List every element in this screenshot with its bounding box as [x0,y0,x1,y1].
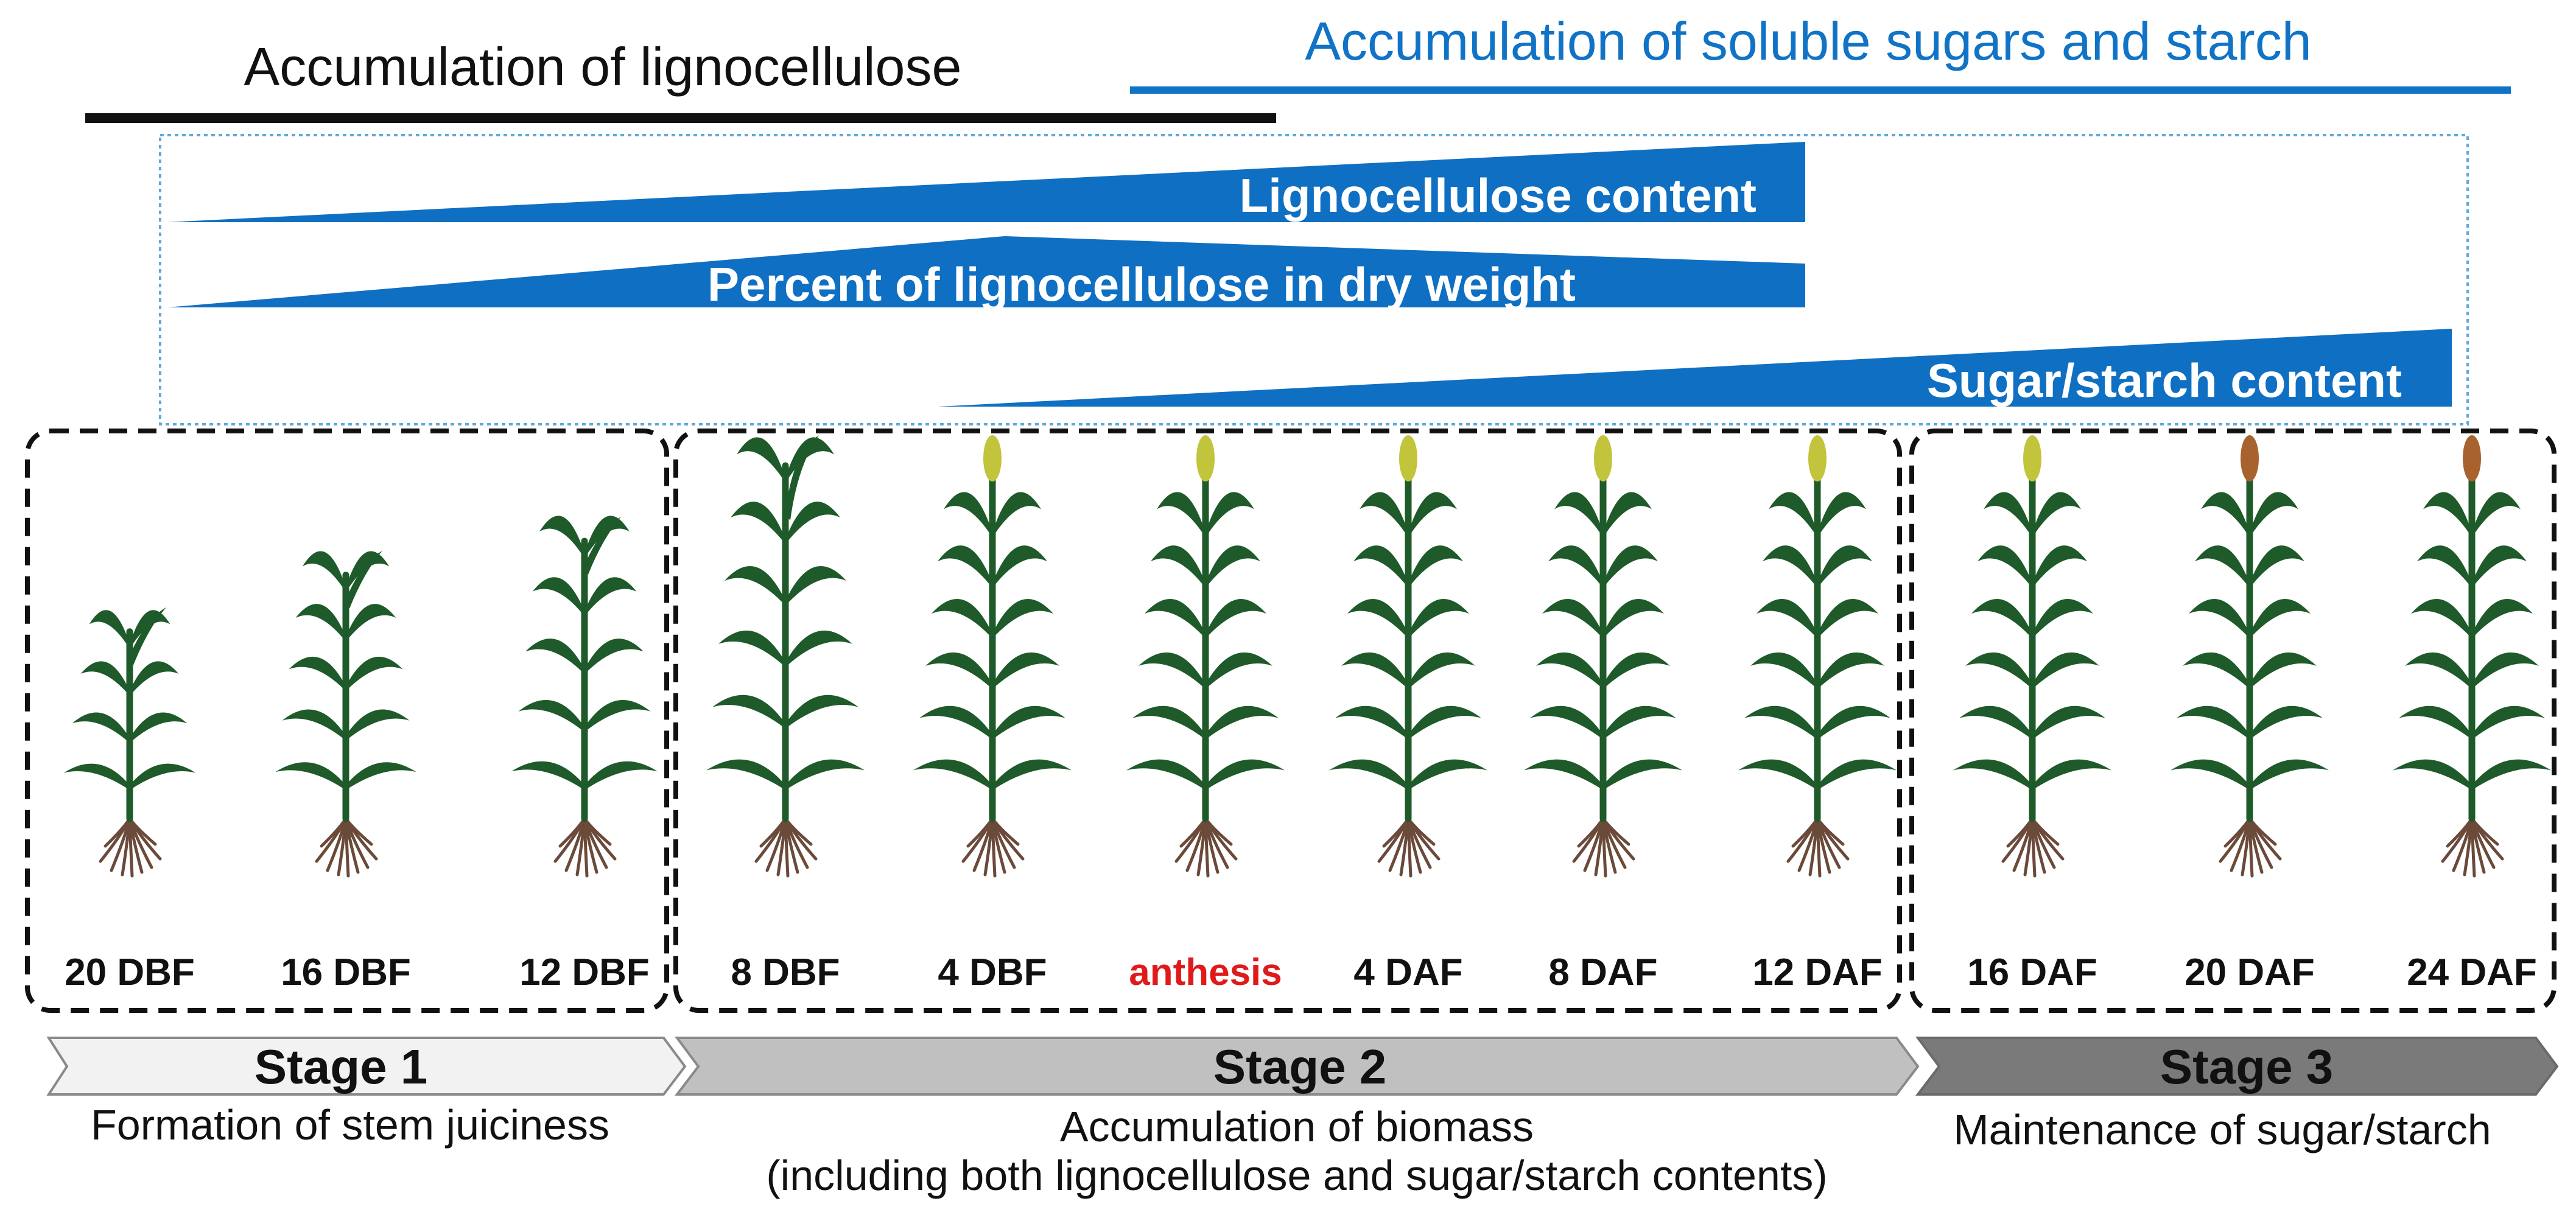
leaves [2393,492,2551,790]
stage1-plant-group [25,429,669,1013]
leaves [1738,492,1897,790]
plant-10 [1953,435,2111,878]
roots [1174,817,1238,878]
plant-1 [63,607,196,878]
panicle [1196,435,1215,481]
roots [2219,817,2282,878]
panicle [1399,435,1417,481]
panicle [2241,435,2259,481]
panicle [983,435,1002,481]
plant-3 [511,516,658,878]
lignocellulose-period-bar [85,113,1276,123]
leaves [1524,492,1682,790]
stage1-label: Stage 1 [254,1040,428,1094]
plant-11 [2171,435,2329,878]
stage2-description-detail: (including both lignocellulose and sugar… [766,1152,1827,1199]
wedge-label-sugar-starch-content: Sugar/starch content [1927,354,2402,407]
timepoint-label-5: 4 DBF [938,951,1047,993]
plant-7 [1329,435,1487,878]
header-lignocellulose: Accumulation of lignocellulose [244,37,962,97]
timepoint-label-10: 16 DAF [1967,951,2097,993]
leaves [275,550,416,790]
wedge-label-percent-lignocellulose: Percent of lignocellulose in dry weight [707,257,1576,311]
trend-panel-frame [159,134,2469,425]
roots [315,817,378,878]
plant-4 [706,435,865,878]
wedge-label-lignocellulose-content: Lignocellulose content [1240,169,1757,222]
leaves [913,492,1072,790]
wedge-percent-lignocellulose [167,236,1805,307]
timepoint-label-1: 20 DBF [65,951,195,993]
plant-6 [1126,435,1285,878]
panicle [2463,435,2481,481]
plant-8 [1524,435,1682,878]
wedge-sugar-starch-content [938,329,2452,407]
leaves [2171,492,2329,790]
roots [2001,817,2065,878]
plant-2 [275,550,416,878]
timepoint-label-2: 16 DBF [281,951,411,993]
leaves [706,435,865,790]
leaves [511,516,658,790]
sugar-period-bar [1130,86,2511,94]
plant-5 [913,435,1072,878]
roots [1572,817,1635,878]
timepoint-label-3: 12 DBF [519,951,650,993]
stage3-label: Stage 3 [2160,1040,2334,1094]
leaves [1329,492,1487,790]
roots [2441,817,2504,878]
leaves [1126,492,1285,790]
roots [1786,817,1850,878]
timepoint-label-12: 24 DAF [2407,951,2537,993]
panicle [1808,435,1827,481]
roots [99,817,162,878]
stage2-label: Stage 2 [1213,1040,1387,1094]
roots [754,817,818,878]
roots [961,817,1025,878]
stage2-plant-group [673,429,1902,1013]
plant-series: 20 DBF 16 DBF 12 DBF 8 DBF 4 DBF anthesis 4 DA… [63,435,2551,993]
stage1-arrow [46,1037,687,1096]
stage1-description: Formation of stem juiciness [91,1101,609,1149]
leaves [1953,492,2111,790]
header-sugars: Accumulation of soluble sugars and starc… [1305,11,2311,71]
timepoint-label-6: anthesis [1129,951,1282,993]
wedge-lignocellulose-content [167,142,1805,222]
plant-9 [1738,435,1897,878]
roots [1377,817,1441,878]
panicle [2023,435,2041,481]
timepoint-label-11: 20 DAF [2185,951,2315,993]
panicle [1594,435,1612,481]
timepoint-label-4: 8 DBF [731,951,840,993]
stage2-arrow [674,1037,1920,1096]
timepoint-label-7: 4 DAF [1353,951,1462,993]
roots [553,817,617,878]
leaves [63,607,196,790]
stage3-description: Maintenance of sugar/starch [1953,1106,2491,1153]
timepoint-label-9: 12 DAF [1752,951,1883,993]
stage2-description: Accumulation of biomass [1060,1103,1534,1150]
stage3-arrow [1915,1037,2559,1096]
stage3-plant-group [1909,429,2557,1013]
plant-12 [2393,435,2551,878]
timepoint-label-8: 8 DAF [1548,951,1657,993]
